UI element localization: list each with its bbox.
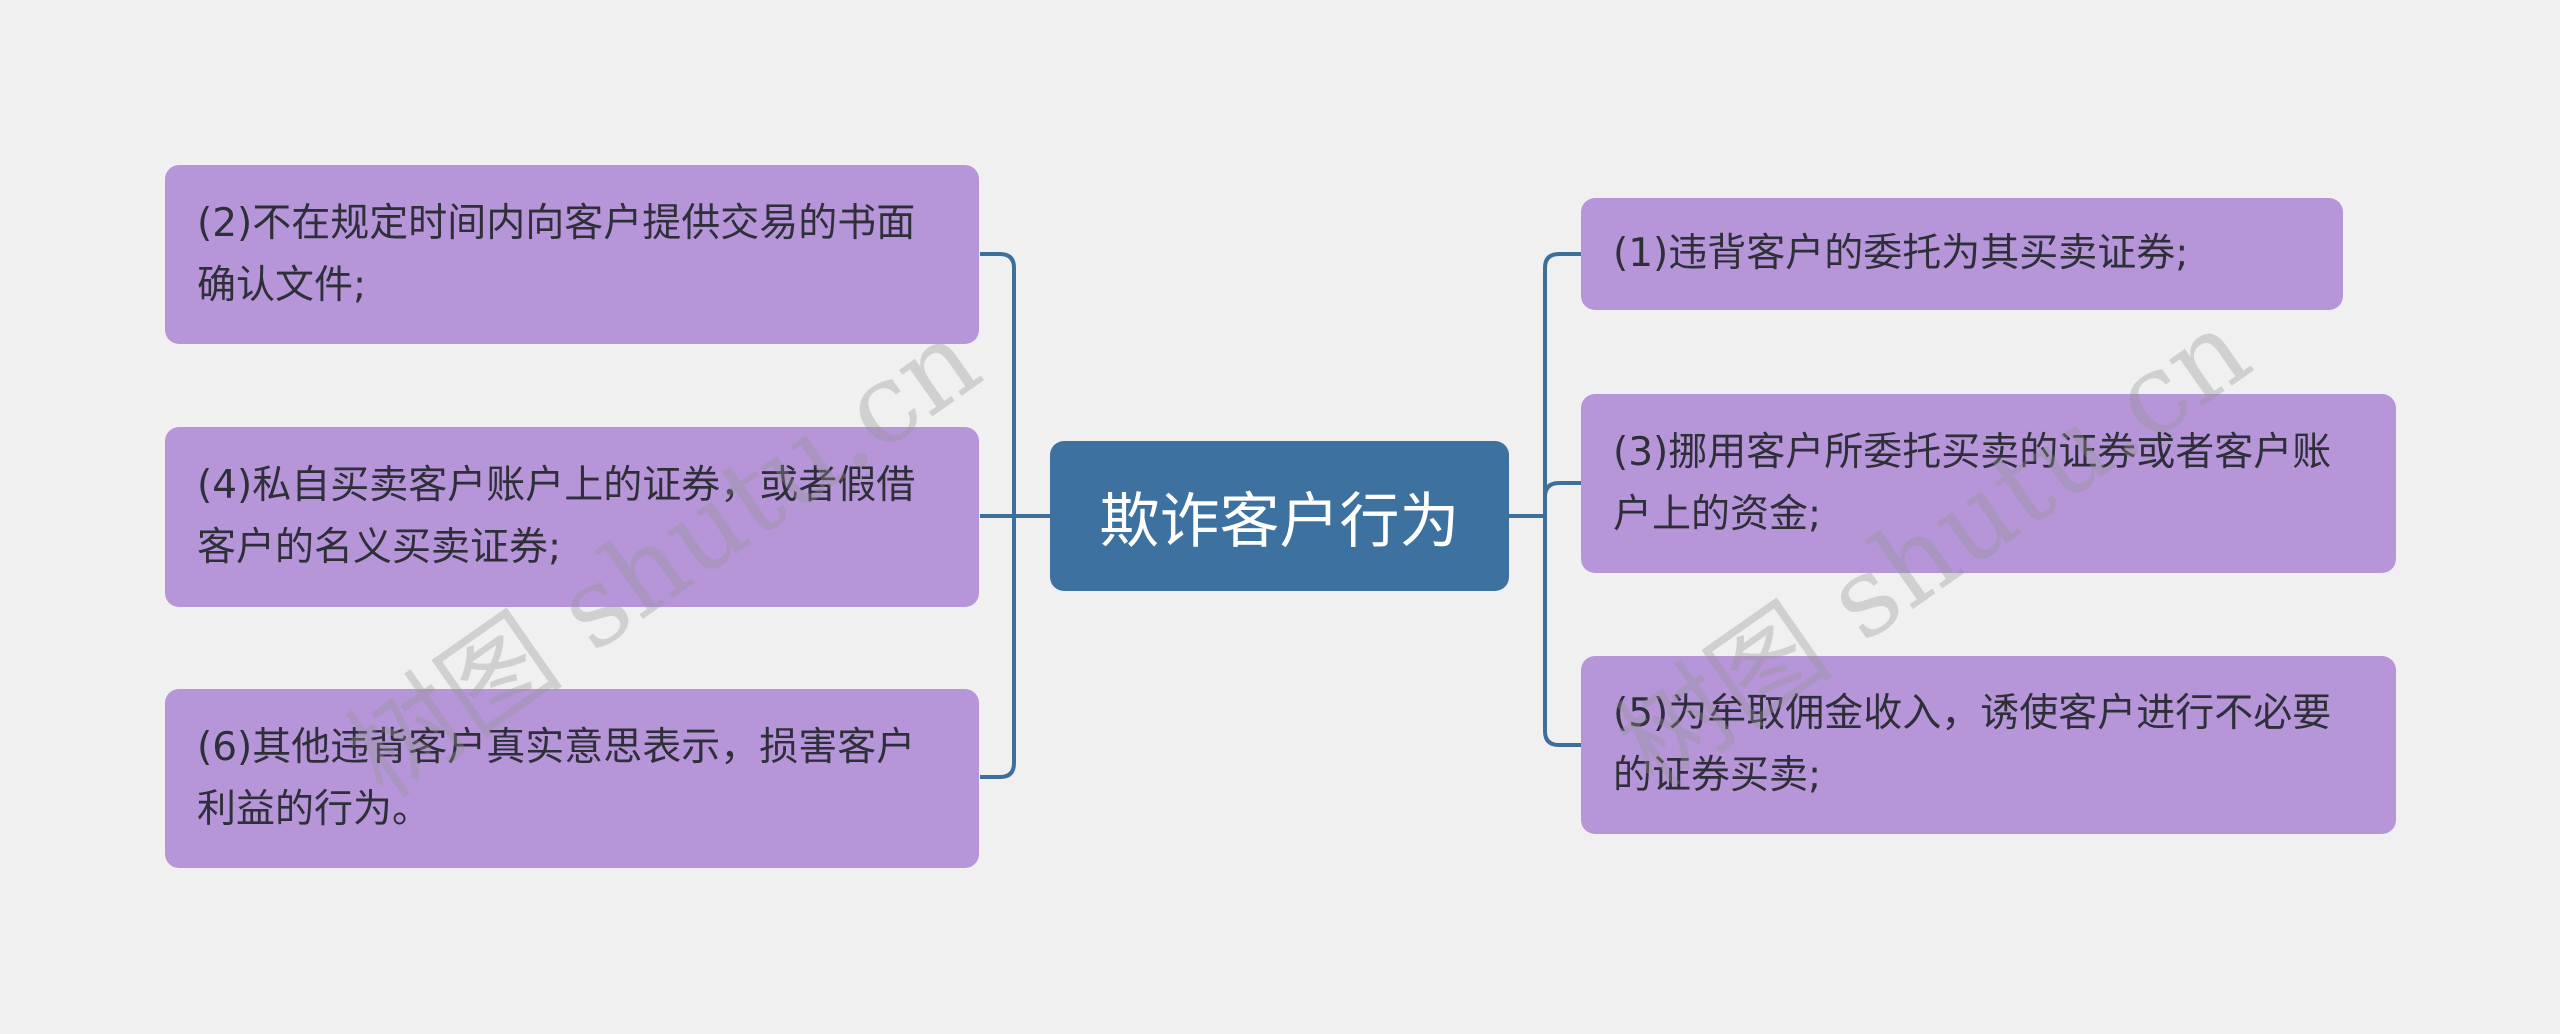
node-right-5[interactable]: (5)为牟取佣金收入，诱使客户进行不必要的证券买卖; (1581, 656, 2396, 834)
node-right-1[interactable]: (1)违背客户的委托为其买卖证券; (1581, 198, 2343, 310)
node-label: (3)挪用客户所委托买卖的证券或者客户账户上的资金; (1613, 429, 2332, 537)
node-left-4[interactable]: (4)私自买卖客户账户上的证券，或者假借客户的名义买卖证券; (165, 427, 979, 607)
node-label: (5)为牟取佣金收入，诱使客户进行不必要的证券买卖; (1613, 691, 2332, 798)
connector-left-top (980, 252, 1050, 779)
node-left-6[interactable]: (6)其他违背客户真实意思表示，损害客户利益的行为。 (165, 689, 979, 868)
central-topic-label: 欺诈客户行为 (1099, 486, 1460, 557)
node-label: (6)其他违背客户真实意思表示，损害客户利益的行为。 (197, 724, 916, 832)
node-label: (2)不在规定时间内向客户提供交易的书面确认文件; (197, 200, 916, 308)
connector-right (1509, 252, 1581, 747)
central-topic[interactable]: 欺诈客户行为 (1050, 441, 1509, 591)
node-right-3[interactable]: (3)挪用客户所委托买卖的证券或者客户账户上的资金; (1581, 394, 2396, 573)
node-left-2[interactable]: (2)不在规定时间内向客户提供交易的书面确认文件; (165, 165, 979, 344)
node-label: (1)违背客户的委托为其买卖证券; (1613, 231, 2189, 276)
node-label: (4)私自买卖客户账户上的证券，或者假借客户的名义买卖证券; (197, 463, 916, 570)
